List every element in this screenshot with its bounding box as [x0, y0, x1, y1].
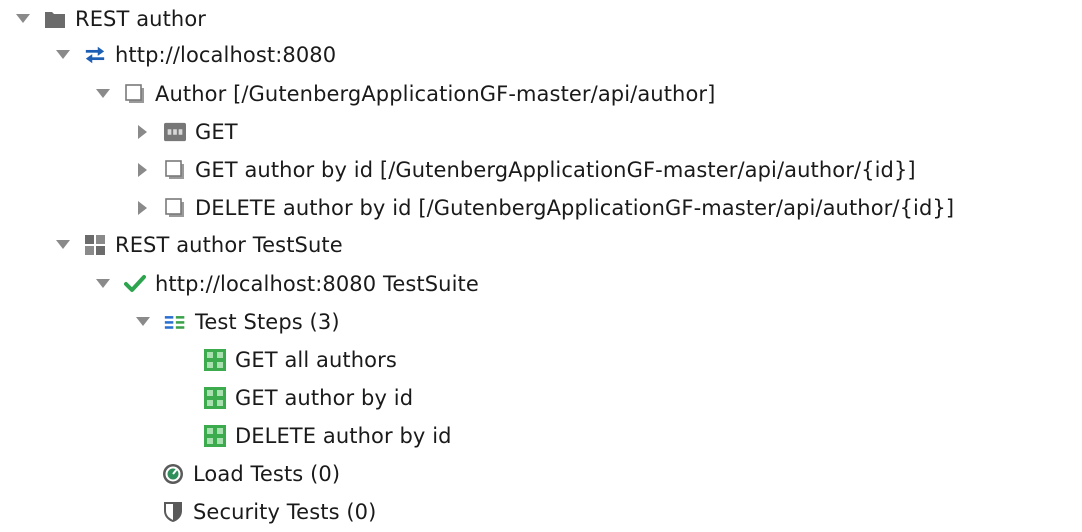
tree-node-method-get[interactable]: GET [136, 113, 238, 151]
tree-node-label: GET author by id [/GutenbergApplicationG… [195, 158, 916, 182]
resource-icon [164, 197, 186, 219]
list-icon [164, 311, 186, 333]
tree-node-security-tests[interactable]: Security Tests (0) [162, 493, 376, 531]
tree-node-label: DELETE author by id [235, 424, 452, 448]
tree-node-service[interactable]: http://localhost:8080 [56, 36, 336, 74]
tree-node-step[interactable]: GET author by id [204, 379, 413, 417]
expand-arrow-icon[interactable] [56, 238, 70, 252]
rest-service-icon [84, 44, 106, 66]
tree-node-test-steps[interactable]: Test Steps (3) [136, 303, 340, 341]
tree-node-label: REST author TestSute [115, 233, 343, 257]
tree-node-label: REST author [75, 7, 206, 31]
shield-icon [162, 501, 184, 523]
resource-icon [164, 159, 186, 181]
tree-node-label: DELETE author by id [/GutenbergApplicati… [195, 196, 955, 220]
tree-node-label: GET all authors [235, 348, 397, 372]
tree-node-resource-author[interactable]: Author [/GutenbergApplicationGF-master/a… [96, 75, 715, 113]
folder-icon [44, 8, 66, 30]
tree-node-label: http://localhost:8080 [115, 43, 337, 67]
expand-arrow-icon[interactable] [56, 48, 70, 62]
expand-arrow-icon[interactable] [136, 315, 150, 329]
grid-icon [84, 234, 106, 256]
rest-step-icon [204, 425, 226, 447]
tree-node-label: Security Tests (0) [193, 500, 377, 524]
tree-node-label: Test Steps (3) [195, 310, 340, 334]
tree-node-test-project[interactable]: REST author TestSute [56, 226, 343, 264]
tree-node-delete-author-by-id[interactable]: DELETE author by id [/GutenbergApplicati… [136, 189, 954, 227]
tree-node-load-tests[interactable]: Load Tests (0) [162, 455, 340, 493]
expand-arrow-icon[interactable] [96, 277, 110, 291]
tree-node-label: GET author by id [235, 386, 414, 410]
rest-step-icon [204, 387, 226, 409]
expand-arrow-icon[interactable] [16, 12, 30, 26]
collapsed-arrow-icon[interactable] [136, 201, 150, 215]
check-icon [124, 273, 146, 295]
tree-node-rest-author[interactable]: REST author [16, 0, 206, 38]
collapsed-arrow-icon[interactable] [136, 125, 150, 139]
collapsed-arrow-icon[interactable] [136, 163, 150, 177]
resource-icon [124, 83, 146, 105]
expand-arrow-icon[interactable] [96, 87, 110, 101]
tree-node-label: Author [/GutenbergApplicationGF-master/a… [155, 82, 716, 106]
tree-node-label: GET [195, 120, 238, 144]
load-test-icon [162, 463, 184, 485]
tree-node-step[interactable]: DELETE author by id [204, 417, 452, 455]
get-method-icon [164, 121, 186, 143]
tree-node-label: http://localhost:8080 TestSuite [155, 272, 479, 296]
tree-node-test-suite[interactable]: http://localhost:8080 TestSuite [96, 265, 479, 303]
rest-step-icon [204, 349, 226, 371]
tree-node-label: Load Tests (0) [193, 462, 341, 486]
tree-node-step[interactable]: GET all authors [204, 341, 397, 379]
tree-node-get-author-by-id[interactable]: GET author by id [/GutenbergApplicationG… [136, 151, 916, 189]
